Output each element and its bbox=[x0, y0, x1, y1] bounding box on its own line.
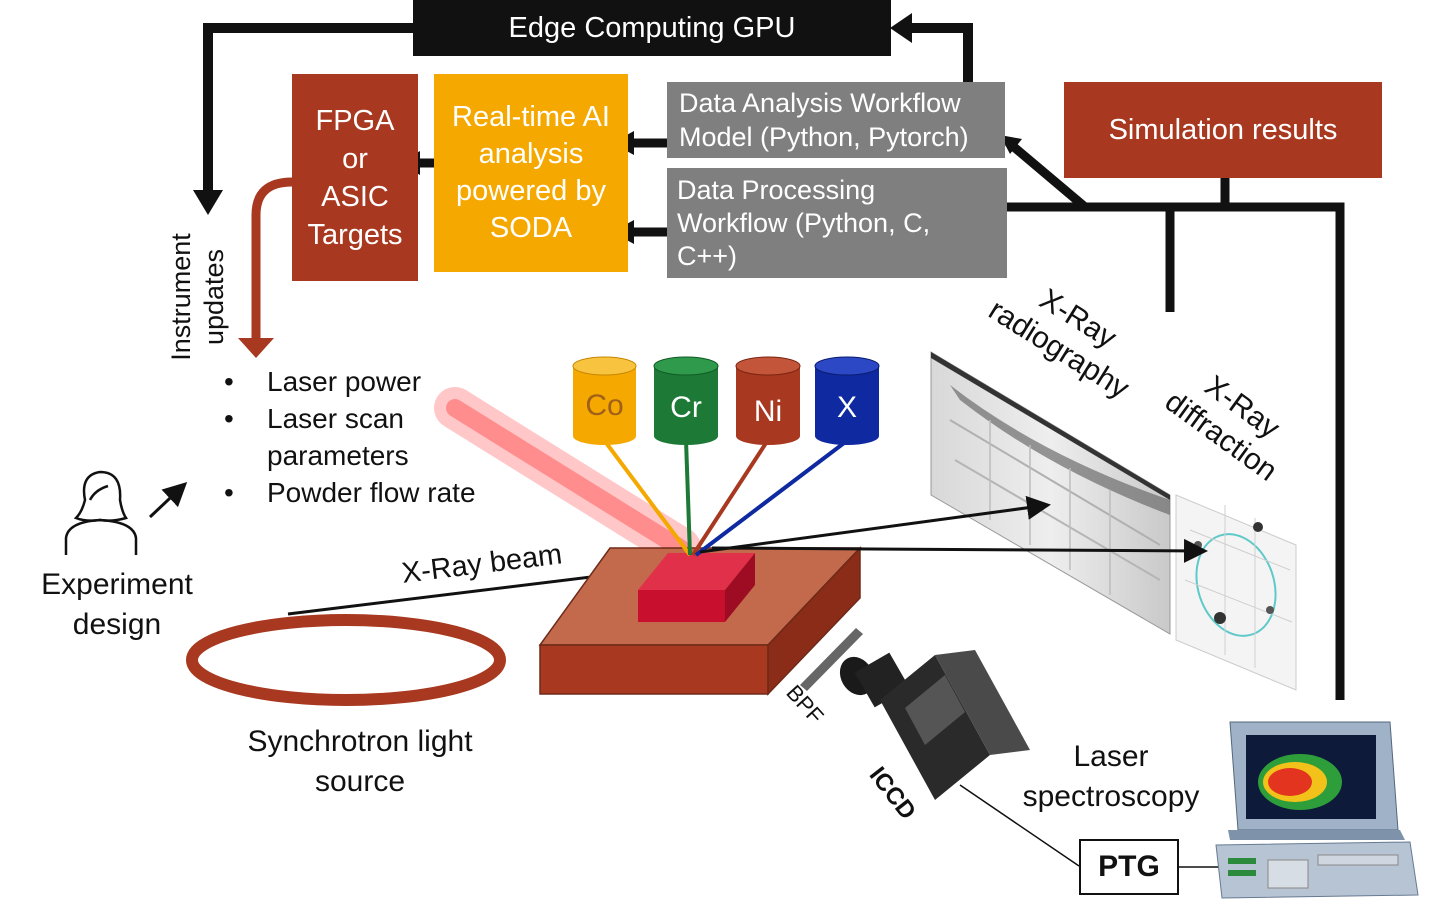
fpga-line-4: Targets bbox=[307, 218, 403, 251]
laser-beam bbox=[434, 387, 701, 569]
simulation-label: Simulation results bbox=[1108, 113, 1338, 146]
person-icon bbox=[64, 470, 138, 555]
fpga-line-1: FPGA bbox=[315, 104, 395, 137]
parameter-item: •Laser scan bbox=[224, 403, 404, 434]
spectroscopy-line-1: Laser bbox=[1073, 740, 1149, 773]
instrument-updates-line-2: updates bbox=[199, 248, 229, 346]
gpu-label: Edge Computing GPU bbox=[508, 11, 796, 44]
computer-icon bbox=[1215, 721, 1419, 899]
analysis-to-gpu-arrowhead bbox=[890, 13, 912, 43]
gpu-to-instrument-arrowhead bbox=[193, 190, 223, 215]
diffraction-beam-arrow bbox=[711, 538, 1208, 563]
element-label-cr: Cr bbox=[670, 391, 702, 424]
experiment-design-line-2: design bbox=[72, 608, 162, 641]
spectroscopy-to-processing-connector bbox=[1000, 202, 1345, 700]
element-label-x: X bbox=[836, 391, 857, 424]
gpu-to-instrument-connector bbox=[203, 23, 413, 195]
experiment-design-label: Experiment design bbox=[22, 565, 212, 645]
iccd-camera-icon bbox=[839, 650, 1080, 867]
instrument-updates-arrowhead bbox=[238, 338, 274, 358]
fpga-line-2: or bbox=[342, 142, 368, 175]
analysis-input-arrowhead bbox=[1000, 135, 1022, 154]
simulation-results-box: Simulation results bbox=[1064, 82, 1382, 178]
canister-chromium bbox=[653, 356, 719, 445]
analysis-input-connector bbox=[1005, 138, 1088, 211]
x-feed-line bbox=[694, 438, 850, 557]
ptg-box: PTG bbox=[1079, 839, 1179, 895]
parameter-item: parameters bbox=[267, 440, 409, 471]
instrument-updates-line-1: Instrument bbox=[166, 233, 196, 361]
cobalt-feed-line bbox=[602, 438, 692, 557]
radiography-image bbox=[930, 351, 1171, 635]
ptg-label: PTG bbox=[1098, 850, 1160, 883]
data-processing-workflow-box: Data Processing Workflow (Python, C, C++… bbox=[667, 168, 1007, 278]
bpf-filter bbox=[800, 628, 863, 691]
analysis-line-2: Model (Python, Pytorch) bbox=[679, 122, 969, 152]
ai-line-2: analysis bbox=[478, 138, 584, 170]
realtime-ai-box: Real-time AI analysis powered by SODA bbox=[434, 74, 628, 272]
ai-line-1: Real-time AI bbox=[452, 101, 610, 133]
synchrotron-line-2: source bbox=[314, 765, 406, 798]
design-arrow bbox=[148, 481, 188, 519]
xray-beam-arrow bbox=[287, 561, 643, 616]
laser-spectroscopy-label: Laser spectroscopy bbox=[1005, 737, 1217, 817]
processing-line-2: Workflow (Python, C, bbox=[677, 207, 931, 238]
synchrotron-label: Synchrotron light source bbox=[220, 722, 500, 802]
canister-x bbox=[814, 356, 880, 445]
instrument-updates-label: Instrument updates bbox=[165, 222, 231, 372]
chromium-feed-line bbox=[684, 439, 692, 556]
instrument-updates-connector bbox=[251, 177, 293, 340]
parameter-item: •Laser power bbox=[224, 366, 422, 397]
nickel-feed-line bbox=[691, 438, 770, 557]
analysis-to-gpu-connector bbox=[908, 23, 973, 82]
analysis-line-1: Data Analysis Workflow bbox=[679, 88, 961, 118]
fpga-line-3: ASIC bbox=[321, 180, 389, 213]
spectroscopy-line-2: spectroscopy bbox=[1022, 780, 1200, 813]
diffraction-image bbox=[1175, 494, 1297, 691]
edge-computing-gpu-box: Edge Computing GPU bbox=[413, 0, 891, 56]
canister-nickel bbox=[735, 356, 801, 445]
canister-cobalt bbox=[572, 356, 637, 445]
synchrotron-ring bbox=[186, 614, 506, 706]
radiography-beam-arrow bbox=[699, 495, 1051, 554]
data-analysis-workflow-box: Data Analysis Workflow Model (Python, Py… bbox=[667, 82, 1005, 158]
parameter-item: •Powder flow rate bbox=[224, 477, 476, 508]
ai-line-4: SODA bbox=[489, 212, 573, 244]
experiment-design-line-1: Experiment bbox=[41, 568, 193, 601]
ai-line-3: powered by bbox=[456, 175, 606, 207]
sample-block bbox=[638, 553, 755, 622]
element-label-co: Co bbox=[585, 389, 624, 422]
processing-line-3: C++) bbox=[677, 240, 738, 271]
processing-line-1: Data Processing bbox=[677, 174, 876, 205]
fpga-asic-box: FPGA or ASIC Targets bbox=[292, 74, 418, 281]
synchrotron-line-1: Synchrotron light bbox=[247, 725, 473, 758]
parameters-list: •Laser power •Laser scan parameters •Pow… bbox=[224, 363, 476, 511]
element-label-ni: Ni bbox=[753, 395, 783, 428]
